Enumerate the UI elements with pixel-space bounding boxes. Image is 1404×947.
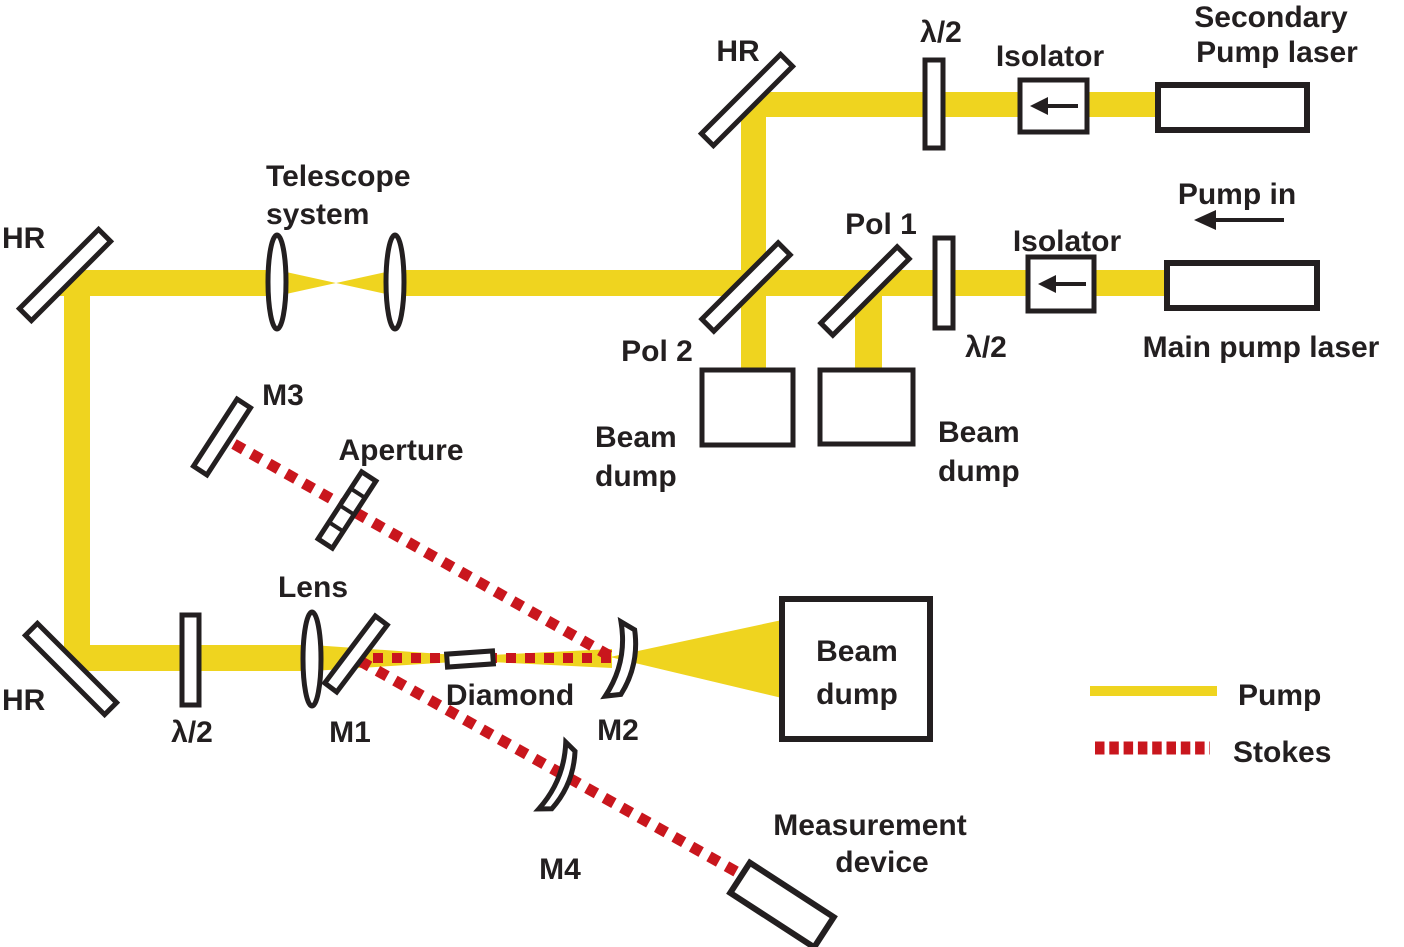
legend-pump-line	[1090, 686, 1217, 696]
legend-pump-label: Pump	[1238, 679, 1321, 712]
mirror-m3	[190, 395, 254, 479]
aperture-divider	[327, 520, 345, 534]
measurement-label-line1: Measurement	[773, 809, 966, 842]
pump-beam-telescope-diverge	[336, 270, 395, 296]
aperture-element	[314, 468, 380, 552]
stokes-beam-m3-aperture	[231, 439, 613, 661]
telescope-label-line1: Telescope	[266, 160, 411, 193]
telescope-lens-1	[265, 232, 289, 332]
secondary-laser-label-line1: Secondary	[1194, 1, 1348, 34]
stokes-beam-m4-output	[357, 656, 747, 881]
m3-label: M3	[262, 379, 304, 412]
measurement-label-line2: device	[835, 846, 928, 879]
pump-beam-telescope-converge	[277, 270, 336, 296]
hr-mirror-left	[15, 225, 115, 325]
pump-beam-left-vertical	[64, 272, 90, 671]
lens-label: Lens	[278, 571, 348, 604]
stokes-beams	[231, 439, 747, 881]
pump-beam-main-left	[58, 270, 279, 296]
main-pump-laser-box	[1164, 260, 1320, 311]
beam-dump-output-label-line2: dump	[816, 678, 898, 711]
focusing-lens	[300, 609, 324, 709]
aperture-label: Aperture	[338, 434, 463, 467]
half-wave-mid-label: λ/2	[965, 331, 1007, 364]
m2-label: M2	[597, 714, 639, 747]
pump-in-label: Pump in	[1178, 178, 1296, 211]
beam-dump-output-label-line1: Beam	[816, 635, 898, 668]
pump-beam-vertical-pol2	[741, 96, 766, 372]
pol2-label: Pol 2	[621, 335, 693, 368]
beam-dump-right-label-line1: Beam	[938, 416, 1020, 449]
mirror-m4	[533, 736, 578, 812]
half-wave-plate-mid	[932, 235, 956, 331]
beam-dump-left-label-line2: dump	[595, 460, 677, 493]
pump-beam-secondary	[745, 92, 1160, 117]
half-wave-bottom-label: λ/2	[171, 716, 213, 749]
polarizer-1	[817, 243, 913, 339]
pol1-label: Pol 1	[845, 208, 917, 241]
labels: HR λ/2 Isolator Secondary Pump laser Pum…	[2, 1, 1380, 886]
main-laser-label: Main pump laser	[1143, 331, 1380, 364]
beam-dump-output-box	[779, 596, 933, 742]
beam-dump-left-box	[699, 367, 796, 448]
legend-stokes-label: Stokes	[1233, 736, 1331, 769]
pump-in-arrowhead-icon	[1194, 210, 1216, 230]
pump-beam-output-dump	[610, 620, 782, 698]
secondary-pump-laser-box	[1155, 82, 1310, 133]
m1-label: M1	[329, 716, 371, 749]
beam-dump-right-label-line2: dump	[938, 455, 1020, 488]
telescope-label-line2: system	[266, 198, 369, 231]
diamond-label: Diamond	[446, 679, 574, 712]
legend: Pump Stokes	[1090, 679, 1331, 769]
beam-dump-right-box	[817, 367, 916, 447]
secondary-laser-label-line2: Pump laser	[1196, 36, 1358, 69]
isolator-top-label: Isolator	[996, 40, 1105, 73]
hr-bottom-label: HR	[2, 684, 46, 717]
hr-top-label: HR	[716, 35, 760, 68]
aperture-divider	[338, 503, 356, 517]
hr-left-label: HR	[2, 222, 46, 255]
mirror-m1	[321, 612, 391, 696]
telescope-lens-2	[383, 232, 407, 332]
hr-mirror-top	[697, 50, 797, 150]
polarizer-2	[698, 239, 794, 335]
hr-mirror-bottom	[21, 619, 121, 719]
beam-dump-left-label-line1: Beam	[595, 421, 677, 454]
pump-beam-cavity	[470, 649, 612, 668]
optics	[15, 50, 1320, 947]
arrow-left-icon	[1030, 97, 1048, 115]
measurement-device-box	[726, 858, 838, 947]
pump-beams	[58, 92, 1168, 698]
arrow-left-icon	[1038, 275, 1056, 293]
isolator-mid-label: Isolator	[1013, 225, 1122, 258]
m4-label: M4	[539, 853, 581, 886]
half-wave-top-label: λ/2	[920, 16, 962, 49]
half-wave-plate-bottom	[179, 612, 202, 708]
aperture-divider	[349, 486, 367, 500]
diamond-crystal	[443, 648, 497, 670]
mirror-m2	[600, 616, 639, 700]
half-wave-plate-top	[922, 57, 946, 151]
